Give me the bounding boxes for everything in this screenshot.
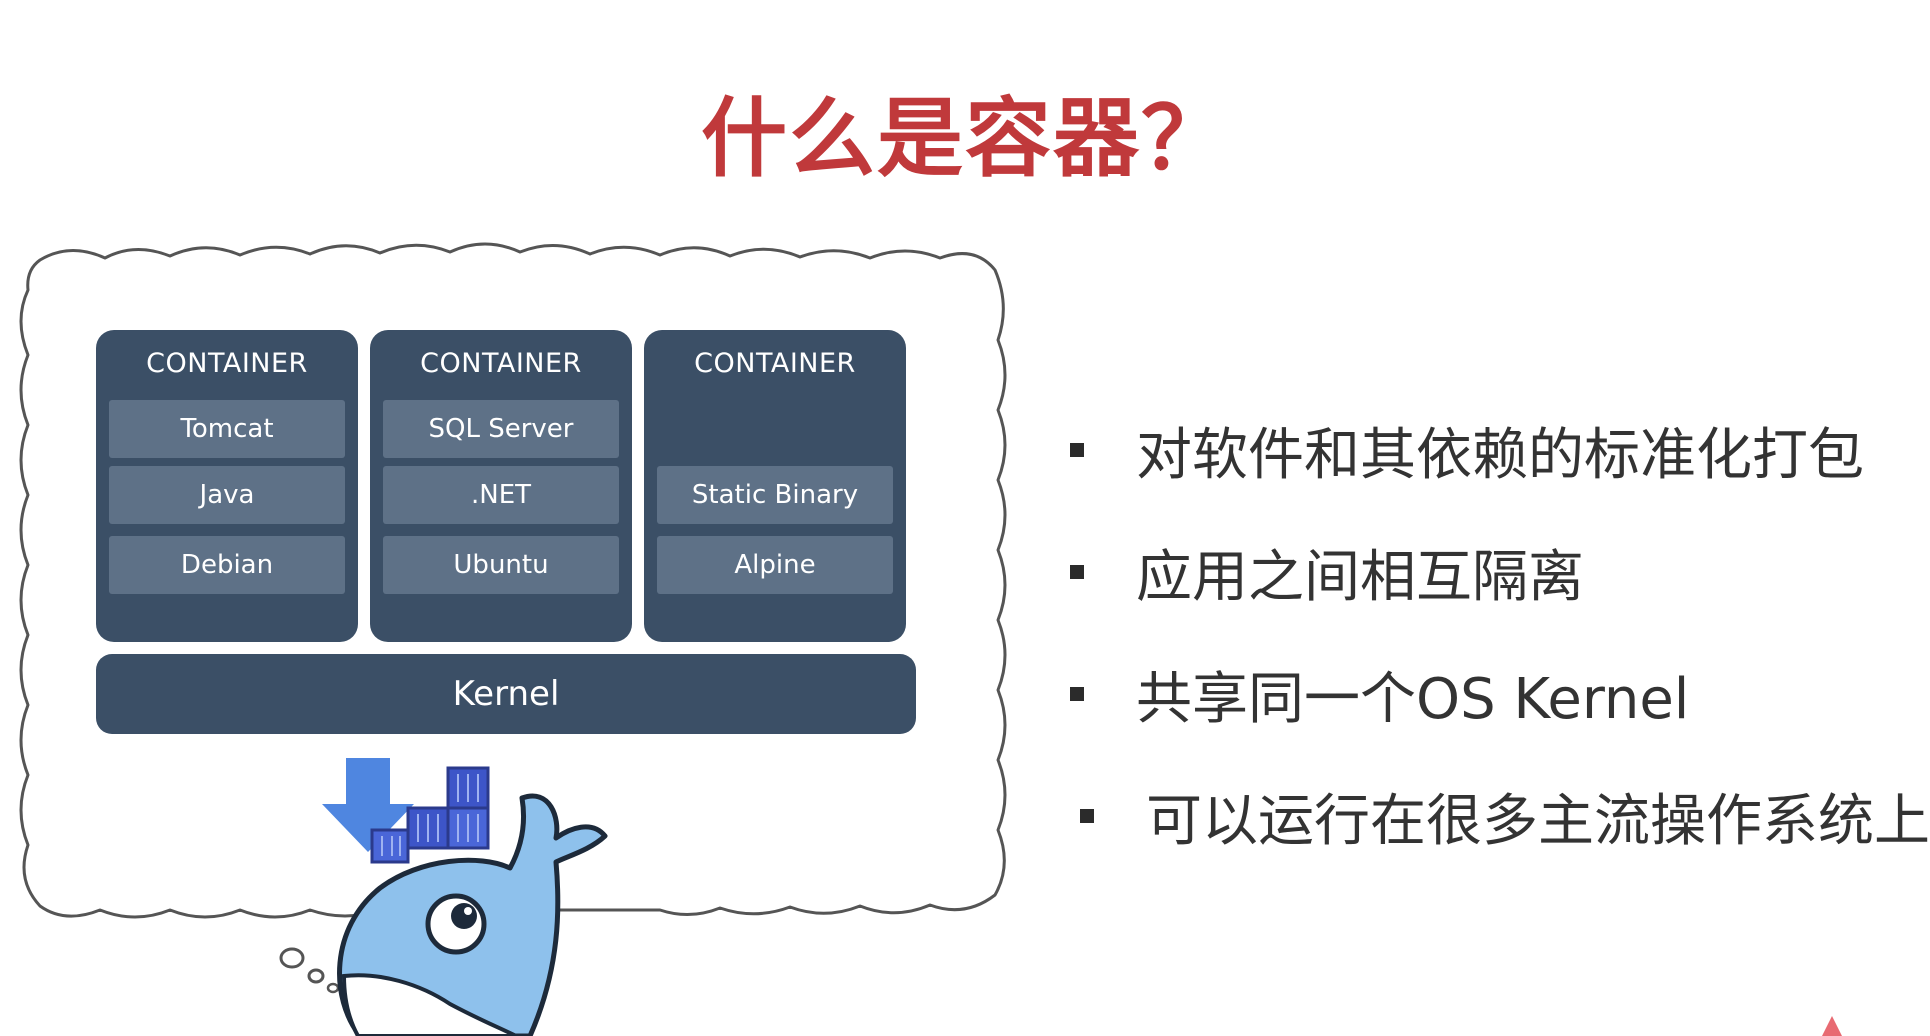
container-card: CONTAINER Tomcat Java Debian xyxy=(96,330,358,642)
container-layer: SQL Server xyxy=(383,400,619,458)
bullet-text: 对软件和其依赖的标准化打包 xyxy=(1136,422,1864,488)
bullet-item: 可以运行在很多主流操作系统上 xyxy=(1080,776,1930,856)
docker-whale-icon xyxy=(322,758,608,1036)
container-layer: Tomcat xyxy=(109,400,345,458)
bullet-item: 应用之间相互隔离 xyxy=(1070,532,1584,612)
container-layer: Ubuntu xyxy=(383,536,619,594)
bullet-item: 共享同一个OS Kernel xyxy=(1070,654,1689,734)
container-layer: Alpine xyxy=(657,536,893,594)
kernel-bar: Kernel xyxy=(96,654,916,734)
container-card: CONTAINER SQL Server .NET Ubuntu xyxy=(370,330,632,642)
bullet-square-icon xyxy=(1070,443,1084,457)
container-header: CONTAINER xyxy=(694,348,856,379)
container-layer: Debian xyxy=(109,536,345,594)
bullet-text: 共享同一个OS Kernel xyxy=(1136,666,1690,732)
bullet-square-icon xyxy=(1070,565,1084,579)
bullet-text: 可以运行在很多主流操作系统上 xyxy=(1146,788,1930,854)
container-layer: Java xyxy=(109,466,345,524)
container-layer: Static Binary xyxy=(657,466,893,524)
container-diagram: CONTAINER Tomcat Java Debian CONTAINER S… xyxy=(0,230,1020,1036)
container-header: CONTAINER xyxy=(420,348,582,379)
bullet-item: 对软件和其依赖的标准化打包 xyxy=(1070,410,1864,490)
container-header: CONTAINER xyxy=(146,348,308,379)
slide-title: 什么是容器？ xyxy=(701,89,1229,189)
corner-pointer-icon xyxy=(1822,1016,1842,1036)
container-layer: .NET xyxy=(383,466,619,524)
down-arrow-icon xyxy=(322,758,414,852)
bullet-square-icon xyxy=(1070,687,1084,701)
bullet-square-icon xyxy=(1080,809,1094,823)
container-card: CONTAINER Static Binary Alpine xyxy=(644,330,906,642)
bullet-text: 应用之间相互隔离 xyxy=(1136,544,1584,610)
